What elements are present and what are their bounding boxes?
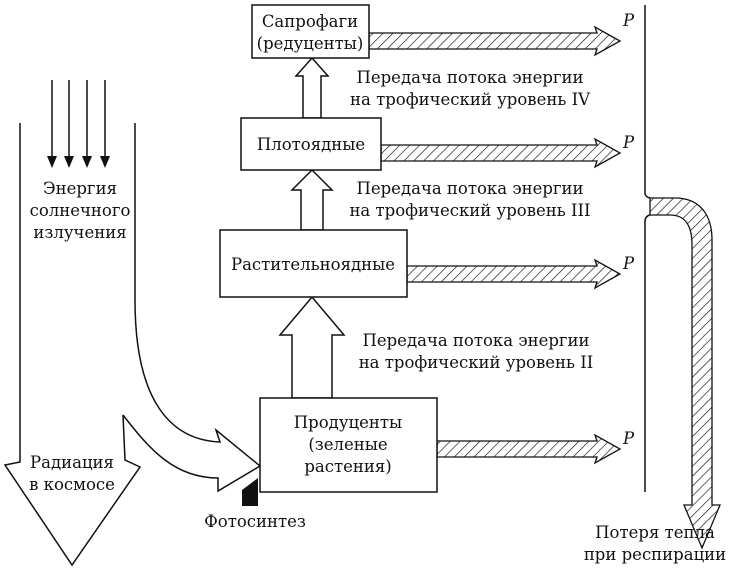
transfer-level2-line1: Передача потока энергии xyxy=(362,331,589,350)
transfer-level4-line1: Передача потока энергии xyxy=(356,68,583,87)
production-label-herbivores: P xyxy=(622,254,635,273)
transfer-level4-line2: на трофический уровень IV xyxy=(350,90,591,109)
solar-energy-line1: Энергия xyxy=(43,179,117,198)
production-label-carnivores: P xyxy=(622,133,635,152)
photosynthesis-label: Фотосинтез xyxy=(204,512,306,531)
herbivores-label: Растительноядные xyxy=(231,255,395,274)
space-radiation-line2: в космосе xyxy=(29,475,115,494)
production-arrow-producers xyxy=(436,433,622,465)
saprophages-sublabel: (редуценты) xyxy=(257,34,364,53)
producers-sublabel-1: (зеленые xyxy=(308,435,387,454)
heat-loss-line1: Потеря тепла xyxy=(595,523,715,542)
arrow-level2 xyxy=(278,295,346,399)
heat-loss-arrow xyxy=(649,197,721,550)
transfer-level3-line1: Передача потока энергии xyxy=(356,179,583,198)
space-radiation-line1: Радиация xyxy=(30,453,114,472)
producers-box xyxy=(259,397,438,493)
photosynthesis-marker-icon xyxy=(242,478,258,506)
production-arrow-carnivores xyxy=(380,137,622,169)
production-label-saprophages: P xyxy=(622,11,635,30)
arrow-level4 xyxy=(294,56,330,119)
respiration-line-bottom xyxy=(644,214,651,492)
arrow-level3 xyxy=(290,168,334,231)
solar-energy-line3: излучения xyxy=(33,223,126,242)
carnivores-label: Плотоядные xyxy=(257,135,365,154)
photosynthesis-arrow xyxy=(122,123,262,493)
solar-energy-line2: солнечного xyxy=(30,201,131,220)
production-label-producers: P xyxy=(622,429,635,448)
carnivores-box xyxy=(240,117,382,171)
radiation-arrow xyxy=(3,123,142,567)
transfer-level3-line2: на трофический уровень III xyxy=(349,201,590,220)
producers-sublabel-2: растения) xyxy=(304,457,391,476)
saprophages-label: Сапрофаги xyxy=(262,12,358,31)
heat-loss-line2: при респирации xyxy=(584,545,726,564)
production-arrow-herbivores xyxy=(406,258,622,290)
sun-rays-icon xyxy=(47,80,110,168)
transfer-level2-line2: на трофический уровень II xyxy=(359,353,594,372)
producers-label: Продуценты xyxy=(294,413,402,432)
production-arrow-saprophages xyxy=(368,25,622,57)
respiration-line-top xyxy=(644,5,651,199)
herbivores-box xyxy=(219,229,408,298)
saprophages-box xyxy=(251,4,370,59)
